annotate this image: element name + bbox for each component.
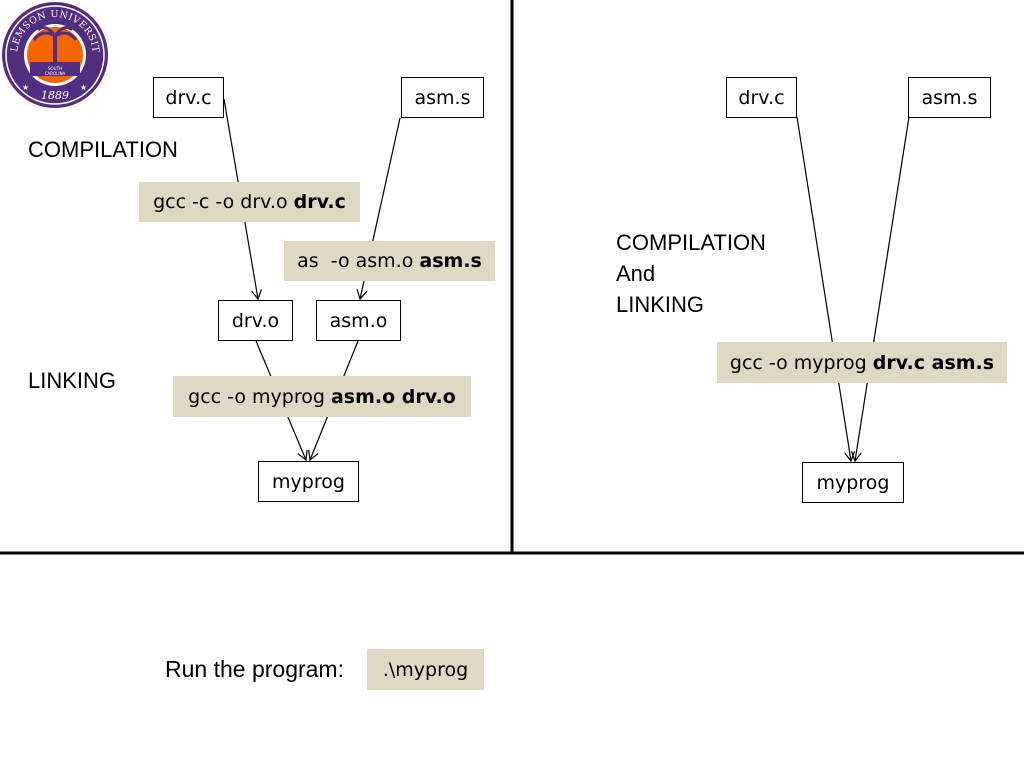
svg-text:SOUTH: SOUTH	[48, 66, 62, 71]
build-command-files: drv.c asm.s	[872, 351, 995, 374]
assemble-command-file: asm.s	[419, 250, 482, 272]
linking-label: LINKING	[28, 368, 117, 393]
right-source-file-asm-s: asm.s	[908, 77, 991, 118]
assemble-command: as -o asm.o asm.s	[284, 241, 495, 281]
svg-text:1889: 1889	[41, 89, 69, 102]
link-command-files: asm.o drv.o	[330, 385, 456, 408]
compile-c-command: gcc -c -o drv.o drv.c	[139, 182, 360, 222]
compile-c-command-text: gcc -c -o drv.o	[153, 191, 294, 213]
right-source-file-drv-c: drv.c	[726, 77, 797, 118]
run-command: .\myprog	[367, 649, 484, 690]
clemson-seal-logo: CLEMSON UNIVERSITY SOUTH CAROLINA 1889 ★…	[0, 0, 110, 110]
svg-text:CAROLINA: CAROLINA	[45, 71, 66, 76]
compilation-and-linking-label: COMPILATION And LINKING	[616, 227, 766, 320]
source-file-drv-c: drv.c	[153, 77, 224, 118]
label-line-and: And	[616, 261, 656, 286]
output-myprog-right: myprog	[802, 462, 904, 503]
label-line-linking: LINKING	[616, 292, 705, 317]
object-file-drv-o: drv.o	[218, 300, 293, 341]
build-command-text: gcc -o myprog	[729, 351, 873, 374]
arrow-right-asm-s-to-myprog	[850, 116, 910, 463]
compilation-label: COMPILATION	[28, 137, 178, 162]
svg-text:★: ★	[22, 83, 29, 92]
compile-c-command-file: drv.c	[293, 191, 346, 213]
build-command: gcc -o myprog drv.c asm.s	[717, 342, 1007, 383]
link-command: gcc -o myprog asm.o drv.o	[173, 376, 471, 417]
arrow-right-drv-c-to-myprog	[796, 116, 856, 463]
assemble-command-text: as -o asm.o	[297, 250, 420, 272]
link-command-text: gcc -o myprog	[188, 385, 331, 408]
run-program-label: Run the program:	[165, 656, 344, 682]
svg-text:★: ★	[80, 83, 87, 92]
label-line-compilation: COMPILATION	[616, 230, 766, 255]
source-file-asm-s: asm.s	[401, 77, 484, 118]
object-file-asm-o: asm.o	[316, 300, 401, 341]
output-myprog-left: myprog	[258, 461, 359, 502]
